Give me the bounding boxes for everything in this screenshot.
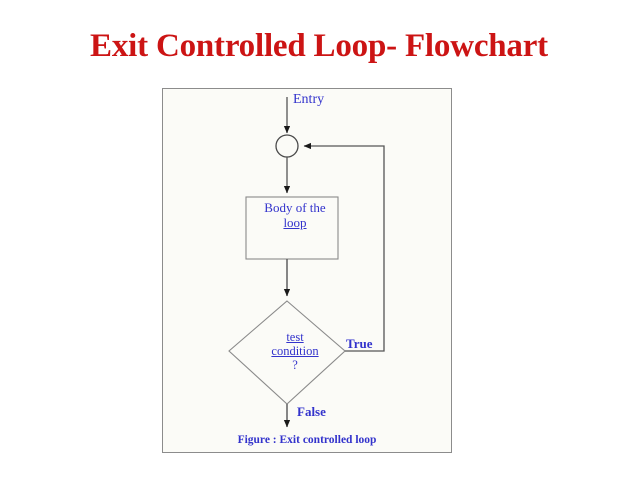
figure-caption: Figure : Exit controlled loop [237,434,377,446]
decision-line-3: ? [292,358,298,372]
page-title: Exit Controlled Loop- Flowchart [90,28,548,64]
branch-label-false: False [297,404,326,419]
process-box-body-of-loop [245,196,339,260]
connector-circle-node [275,134,299,158]
decision-label: test condition ? [237,330,353,372]
process-box-line-1: Body of the [264,200,326,215]
decision-line-2: condition [271,344,319,358]
decision-line-1: test [286,330,304,344]
edge-true-feedback-loop [303,142,385,352]
entry-label: Entry [293,92,325,107]
process-box-label: Body of the loop [249,200,341,230]
flowchart-diagram [228,97,385,428]
process-box-line-2: loop [283,214,307,230]
branch-label-true: True [346,336,373,351]
figure-frame: Entry Body of the loop test condition ? … [162,88,452,453]
